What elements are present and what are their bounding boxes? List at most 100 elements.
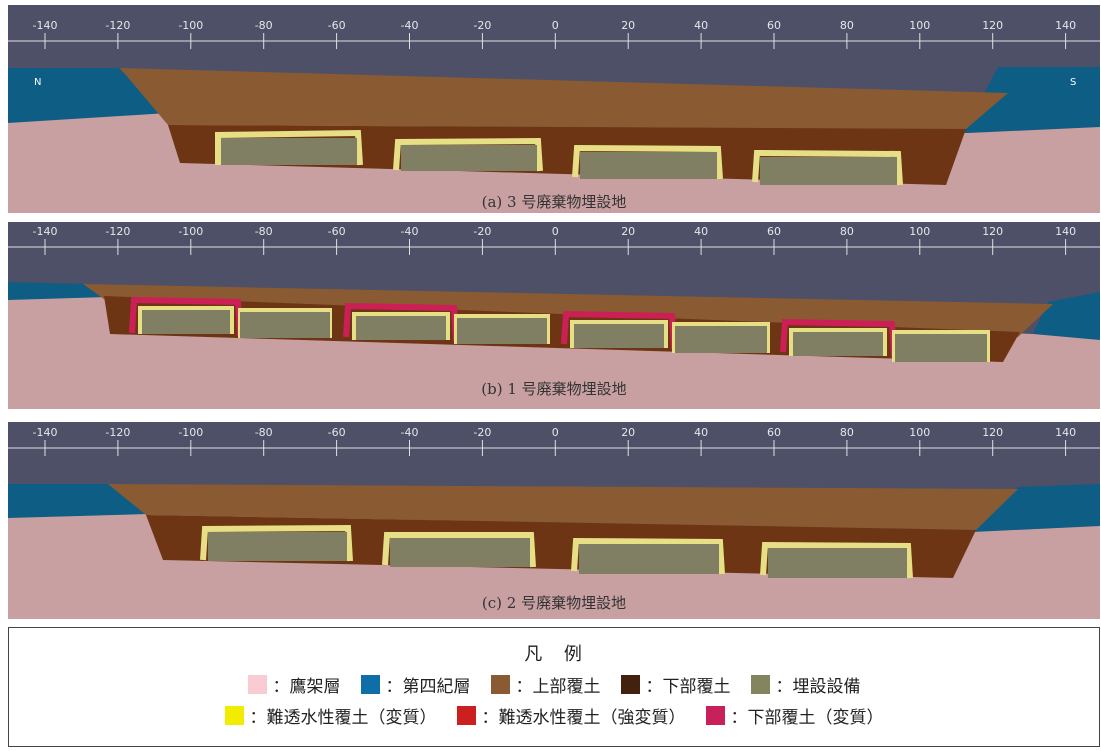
axis-tick-label: 60 <box>767 426 781 439</box>
axis-tick-label: -120 <box>105 225 130 238</box>
axis-tick-label: 20 <box>621 225 635 238</box>
axis-tick-label: 140 <box>1055 19 1076 32</box>
axis-tick-label: 20 <box>621 19 635 32</box>
cross-section-a: -140 -120 -100 -80 -60 -40 -20 0 20 40 60 80 100 120 1… <box>8 5 1100 213</box>
legend-item-takahoko: ：鷹架層 <box>247 672 341 697</box>
axis-tick-label: 40 <box>694 225 708 238</box>
axis-tick-label: 60 <box>767 225 781 238</box>
quaternary-layer-left <box>8 282 108 300</box>
axis-tick-label: 100 <box>909 19 930 32</box>
legend-label: ：難透水性覆土（変質） <box>249 708 437 728</box>
legend-item-quaternary: ：第四紀層 <box>360 672 471 697</box>
axis-tick-label: -100 <box>178 225 203 238</box>
axis-a: -140 -120 -100 -80 -60 -40 -20 0 20 40 60 80 100 120 1… <box>8 19 1100 49</box>
axis-ticks-b: -140 -120 -100 -80 -60 -40 -20 0 20 40 60 80 100 120 1… <box>33 225 1076 255</box>
axis-tick-label: -140 <box>33 19 58 32</box>
axis-tick-label: -20 <box>473 225 491 238</box>
upper-cover <box>120 68 1008 129</box>
legend-item-lower-altered: ：下部覆土（変質） <box>705 703 884 728</box>
axis-tick-label: 20 <box>621 426 635 439</box>
legend-label: ：埋設設備 <box>775 677 861 697</box>
swatch-facility <box>750 675 770 694</box>
quaternary-layer-right <box>973 484 1100 532</box>
axis-tick-label: -140 <box>33 225 58 238</box>
axis-tick-label: 80 <box>840 225 854 238</box>
axis-tick-label: -120 <box>105 426 130 439</box>
legend-label: ：難透水性覆土（強変質） <box>481 708 686 728</box>
axis-ticks-c: -140 -120 -100 -80 -60 -40 -20 0 20 40 60 80 100 120 1… <box>33 426 1076 456</box>
quaternary-layer-left <box>8 68 168 123</box>
axis-tick-label: -80 <box>255 225 273 238</box>
swatch-takahoko <box>247 675 267 694</box>
caption-b: (b) 1 号廃棄物埋設地 <box>481 380 626 398</box>
legend-label: ：上部覆土 <box>515 677 601 697</box>
axis-tick-label: 0 <box>552 426 559 439</box>
cross-section-b: -140 -120 -100 -80 -60 -40 -20 0 20 40 60 80 100 120 1… <box>8 222 1100 409</box>
axis-tick-label: 80 <box>840 426 854 439</box>
axis-tick-label: 100 <box>909 426 930 439</box>
axis-tick-label: -100 <box>178 426 203 439</box>
facilities-a <box>215 129 903 186</box>
legend-item-facility: ：埋設設備 <box>750 672 861 697</box>
axis-tick-label: -40 <box>401 19 419 32</box>
axis-tick-label: 140 <box>1055 426 1076 439</box>
quaternary-layer-left <box>8 484 148 518</box>
panel-b: -140 -120 -100 -80 -60 -40 -20 0 20 40 60 80 100 120 1… <box>8 222 1100 409</box>
panel-a: -140 -120 -100 -80 -60 -40 -20 0 20 40 60 80 100 120 1… <box>8 5 1100 213</box>
axis-tick-label: 0 <box>552 19 559 32</box>
axis-ticks-a: -140 -120 -100 -80 -60 -40 -20 0 20 40 60 80 100 120 1… <box>33 19 1076 49</box>
legend-item-clay-altered: ：難透水性覆土（変質） <box>224 703 437 728</box>
axis-b: -140 -120 -100 -80 -60 -40 -20 0 20 40 60 80 100 120 1… <box>8 225 1100 255</box>
upper-cover <box>108 484 1018 530</box>
south-label: S <box>1070 77 1076 88</box>
axis-tick-label: -20 <box>473 19 491 32</box>
axis-tick-label: -60 <box>328 19 346 32</box>
axis-tick-label: 120 <box>982 225 1003 238</box>
caption-c: (c) 2 号廃棄物埋設地 <box>482 594 626 612</box>
legend-title: 凡 例 <box>524 644 584 665</box>
legend-row-2: ：難透水性覆土（変質） ：難透水性覆土（強変質） ：下部覆土（変質） <box>9 703 1099 728</box>
axis-tick-label: 100 <box>909 225 930 238</box>
axis-tick-label: 120 <box>982 19 1003 32</box>
cross-section-c: -140 -120 -100 -80 -60 -40 -20 0 20 40 60 80 100 120 1… <box>8 422 1100 619</box>
axis-tick-label: -60 <box>328 426 346 439</box>
north-label: N <box>34 77 41 88</box>
legend-label: ：下部覆土（変質） <box>730 708 884 728</box>
facilities-c <box>200 524 913 579</box>
legend-row-1: ：鷹架層 ：第四紀層 ：上部覆土 ：下部覆土 ：埋設設備 <box>9 672 1099 697</box>
axis-tick-label: -120 <box>105 19 130 32</box>
caption-a: (a) 3 号廃棄物埋設地 <box>482 193 627 211</box>
axis-tick-label: -40 <box>401 225 419 238</box>
swatch-clay-altered <box>224 706 244 725</box>
axis-tick-label: -40 <box>401 426 419 439</box>
legend-item-lower-cover: ：下部覆土 <box>620 672 731 697</box>
legend-label: ：鷹架層 <box>272 677 341 697</box>
axis-tick-label: -60 <box>328 225 346 238</box>
swatch-lower-altered <box>705 706 725 725</box>
axis-tick-label: 60 <box>767 19 781 32</box>
swatch-upper-cover <box>490 675 510 694</box>
legend-label: ：第四紀層 <box>385 677 471 697</box>
axis-tick-label: 140 <box>1055 225 1076 238</box>
panel-c: -140 -120 -100 -80 -60 -40 -20 0 20 40 60 80 100 120 1… <box>8 422 1100 619</box>
axis-tick-label: 40 <box>694 426 708 439</box>
axis-tick-label: -80 <box>255 19 273 32</box>
axis-tick-label: 40 <box>694 19 708 32</box>
axis-tick-label: 120 <box>982 426 1003 439</box>
legend-item-clay-strong: ：難透水性覆土（強変質） <box>456 703 686 728</box>
legend-label: ：下部覆土 <box>645 677 731 697</box>
axis-tick-label: 80 <box>840 19 854 32</box>
swatch-lower-cover <box>620 675 640 694</box>
axis-tick-label: -140 <box>33 426 58 439</box>
quaternary-layer-right <box>963 67 1100 133</box>
swatch-clay-strong <box>456 706 476 725</box>
facilities-b <box>129 296 990 362</box>
axis-tick-label: -80 <box>255 426 273 439</box>
axis-c: -140 -120 -100 -80 -60 -40 -20 0 20 40 60 80 100 120 1… <box>8 426 1100 456</box>
axis-tick-label: -100 <box>178 19 203 32</box>
legend-item-upper-cover: ：上部覆土 <box>490 672 601 697</box>
axis-tick-label: -20 <box>473 426 491 439</box>
swatch-quaternary <box>360 675 380 694</box>
axis-tick-label: 0 <box>552 225 559 238</box>
legend-box: 凡 例 ：鷹架層 ：第四紀層 ：上部覆土 ：下部覆土 ：埋設設備 ：難透水性覆土… <box>8 627 1100 747</box>
